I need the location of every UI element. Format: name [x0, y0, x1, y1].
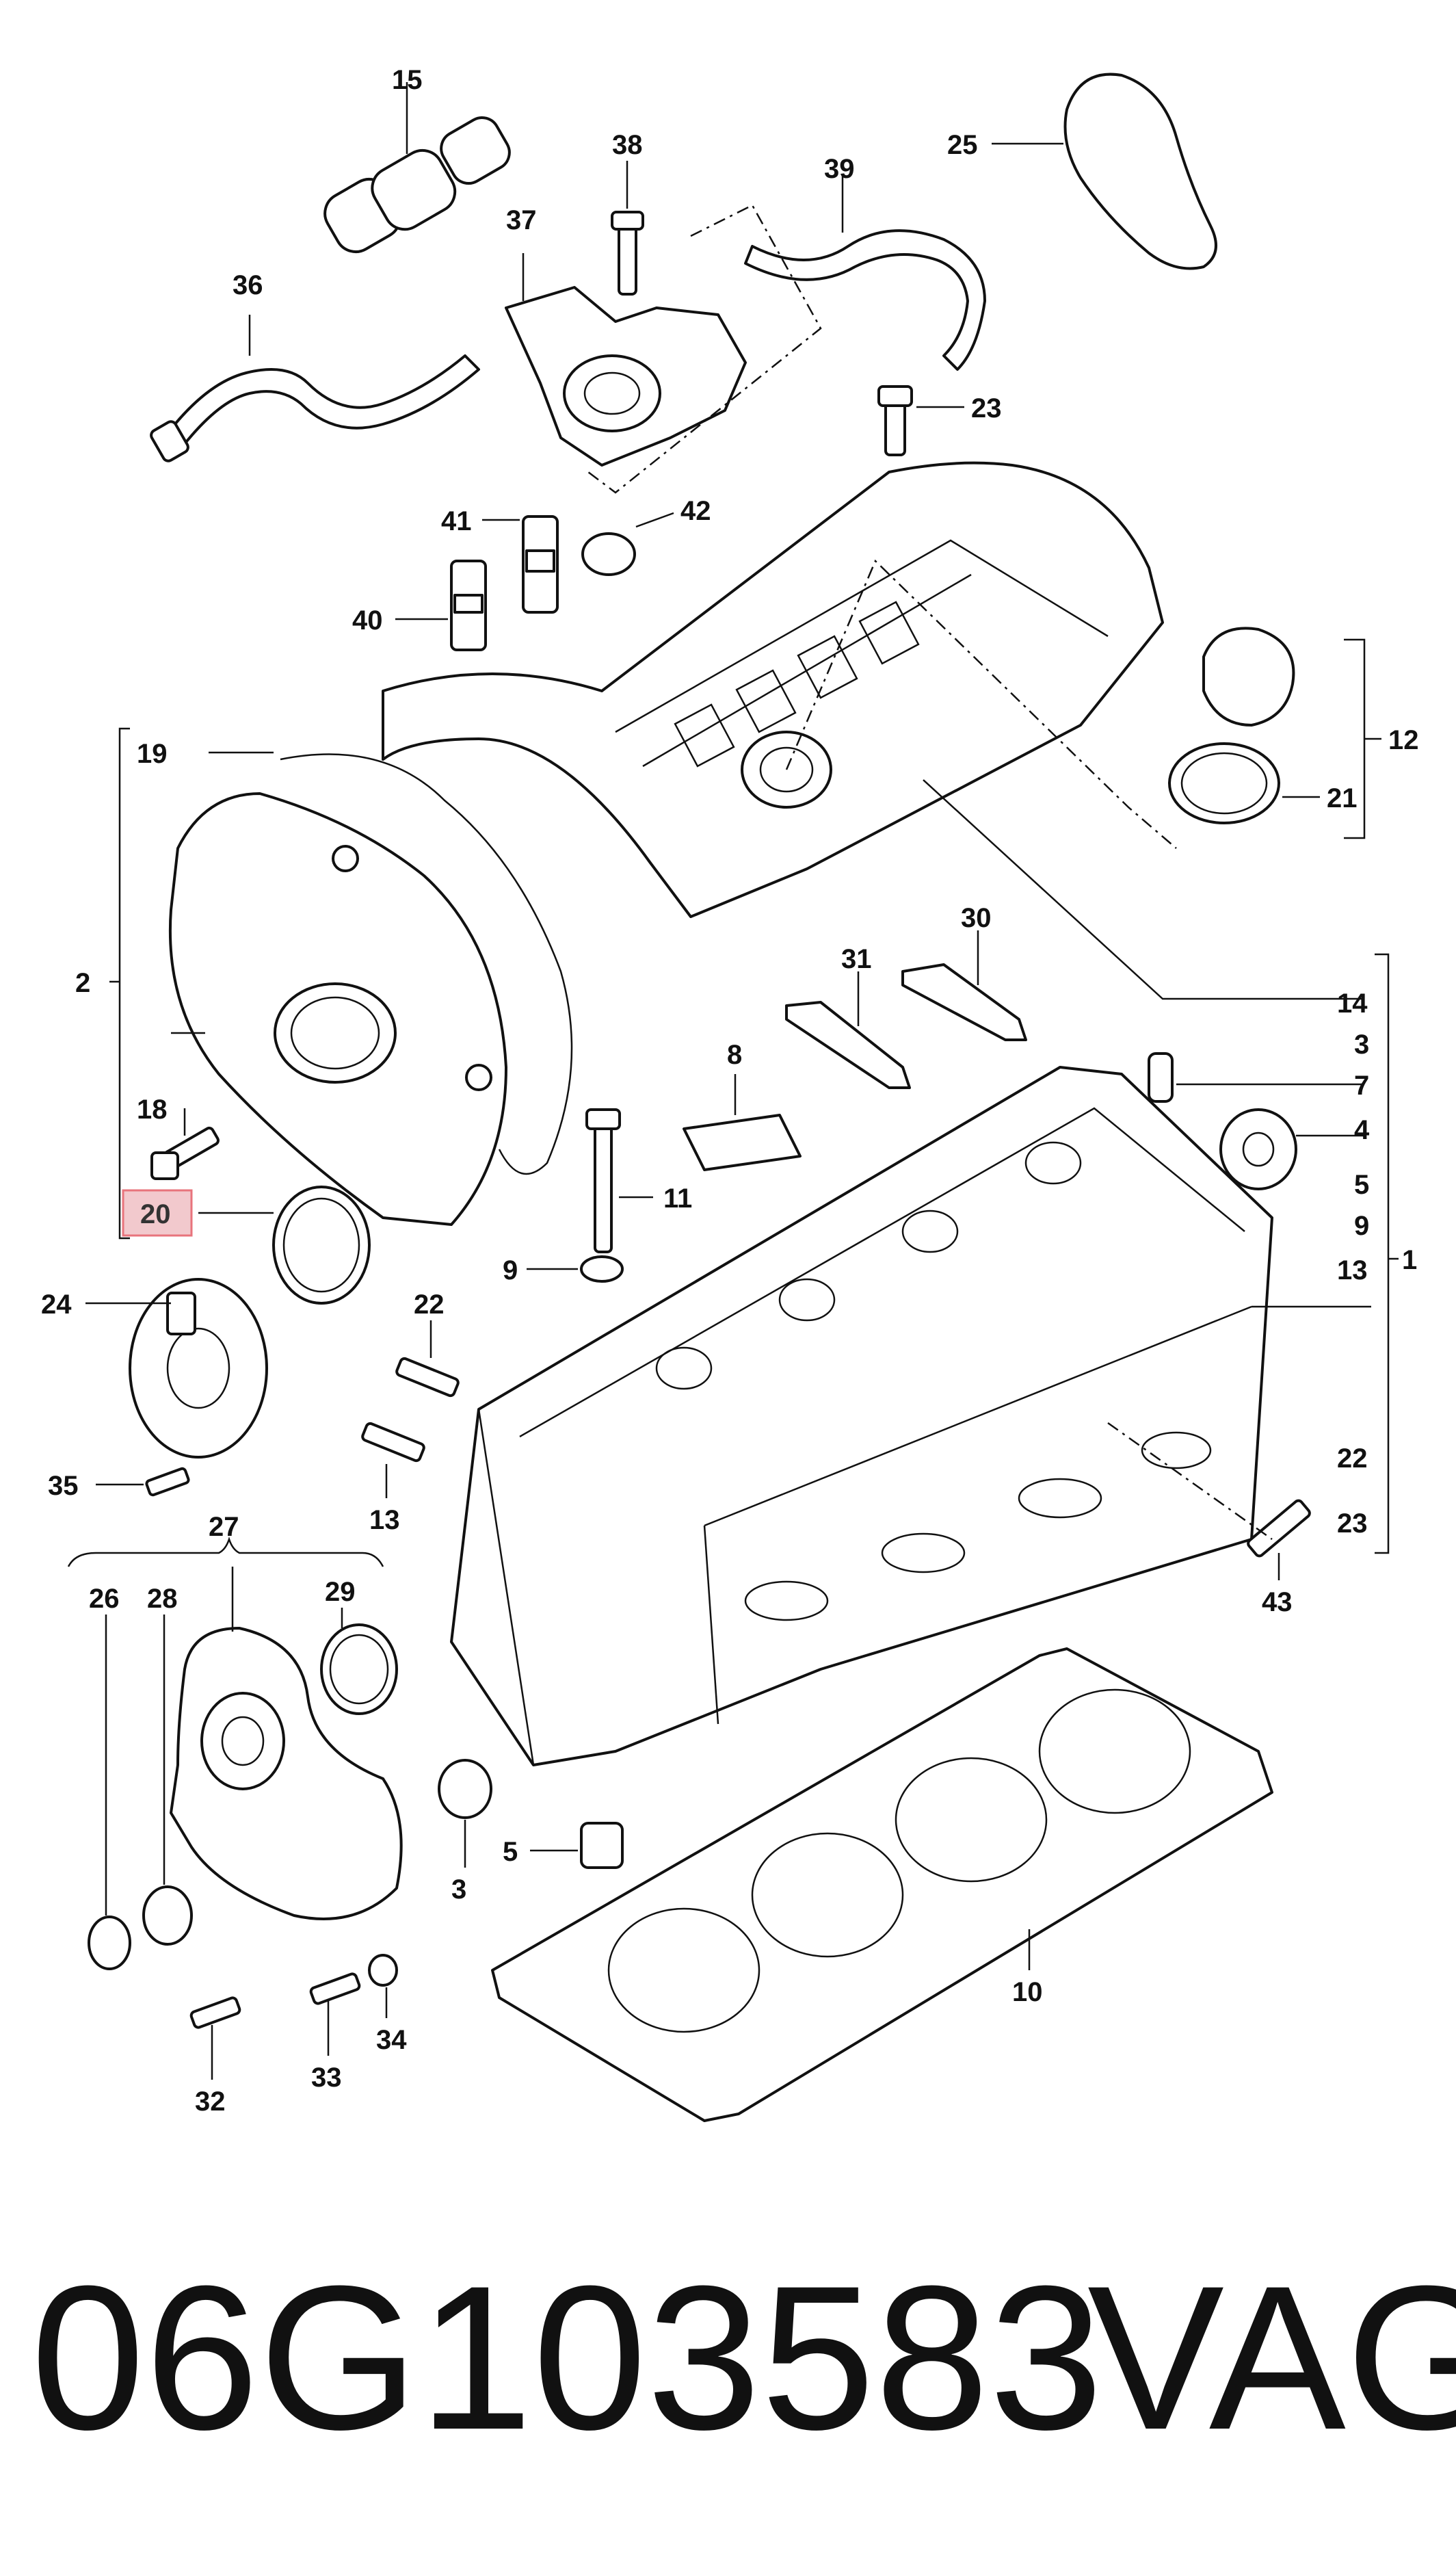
label-19: 19: [137, 739, 168, 769]
label-24: 24: [41, 1290, 72, 1320]
part-23-bolt-top: [877, 385, 964, 456]
footer: 06G103583 VAG: [31, 2243, 1456, 2472]
part-22-13-studs: [361, 1320, 460, 1498]
label-9-left: 9: [503, 1255, 518, 1285]
label-13-left: 13: [369, 1505, 400, 1535]
label-1: 1: [1402, 1245, 1417, 1275]
label-15: 15: [392, 65, 423, 95]
part-39-hose: [587, 174, 986, 494]
label-40: 40: [352, 605, 383, 636]
part-24-sprocket: [85, 1278, 268, 1459]
label-5-bottom: 5: [503, 1837, 518, 1867]
label-10: 10: [1012, 1977, 1043, 2007]
label-8: 8: [727, 1040, 742, 1070]
label-20: 20: [140, 1199, 171, 1229]
part-8-9-11-30-31: [527, 930, 1027, 1283]
label-31: 31: [841, 944, 872, 974]
part-43-stud: [1107, 1422, 1311, 1580]
label-23-top: 23: [971, 393, 1002, 423]
part-36-hose: [150, 315, 480, 462]
label-21: 21: [1327, 783, 1358, 813]
label-12: 12: [1388, 725, 1419, 755]
brand: VAG: [1087, 2243, 1456, 2472]
label-37: 37: [506, 205, 537, 235]
label-26: 26: [89, 1584, 120, 1614]
part-10-head-gasket: [491, 1647, 1273, 2122]
label-22-right: 22: [1337, 1443, 1368, 1474]
label-43: 43: [1262, 1587, 1293, 1617]
label-39: 39: [824, 154, 855, 184]
part-37-pcv-valve: [505, 161, 747, 467]
label-9-right: 9: [1354, 1211, 1369, 1241]
part-40-41-42-sensors: [395, 512, 674, 651]
part-20-highlight-box: [122, 1189, 193, 1237]
cylinder-head: [450, 1066, 1371, 1766]
label-22-left: 22: [414, 1290, 445, 1320]
label-27: 27: [209, 1512, 239, 1542]
part-number: 06G103583: [31, 2243, 1103, 2472]
label-35: 35: [48, 1471, 79, 1501]
label-42: 42: [680, 496, 711, 526]
label-3-bottom: 3: [451, 1874, 466, 1905]
label-4: 4: [1354, 1115, 1370, 1145]
label-3-right: 3: [1354, 1030, 1369, 1060]
label-32: 32: [195, 2087, 226, 2117]
label-13-right: 13: [1337, 1255, 1368, 1285]
part-3-5-32-33-34: [189, 1759, 624, 2080]
label-29: 29: [325, 1577, 356, 1607]
label-33: 33: [311, 2063, 342, 2093]
part-12-oil-cap: [1168, 627, 1381, 839]
label-36: 36: [233, 270, 263, 300]
label-18: 18: [137, 1095, 168, 1125]
label-28: 28: [147, 1584, 178, 1614]
label-30: 30: [961, 903, 992, 933]
part-27-vacuum-pump: [67, 1537, 403, 1970]
callout-labels: 1 2 3 3 4 5 5 7 8 9 9 10 11 12 13 13 14 …: [41, 65, 1419, 2117]
label-23-right: 23: [1337, 1508, 1368, 1539]
label-5-right: 5: [1354, 1170, 1369, 1200]
part-35-bolt: [96, 1467, 190, 1497]
label-2: 2: [75, 968, 90, 998]
label-41: 41: [441, 506, 472, 536]
label-11: 11: [663, 1184, 692, 1214]
part-25-gasket: [992, 73, 1217, 270]
part-15-gaskets: [323, 82, 511, 253]
label-34: 34: [376, 2025, 407, 2055]
label-25: 25: [947, 130, 978, 160]
label-7: 7: [1354, 1071, 1369, 1101]
part-18-20-bolt-seal: [122, 1108, 371, 1305]
label-38: 38: [612, 130, 643, 160]
cylinder-head-cover: [382, 461, 1364, 1000]
part-4-7-right: [1148, 953, 1399, 1554]
label-14: 14: [1337, 989, 1368, 1019]
part-2-timing-cover: [109, 727, 573, 1240]
